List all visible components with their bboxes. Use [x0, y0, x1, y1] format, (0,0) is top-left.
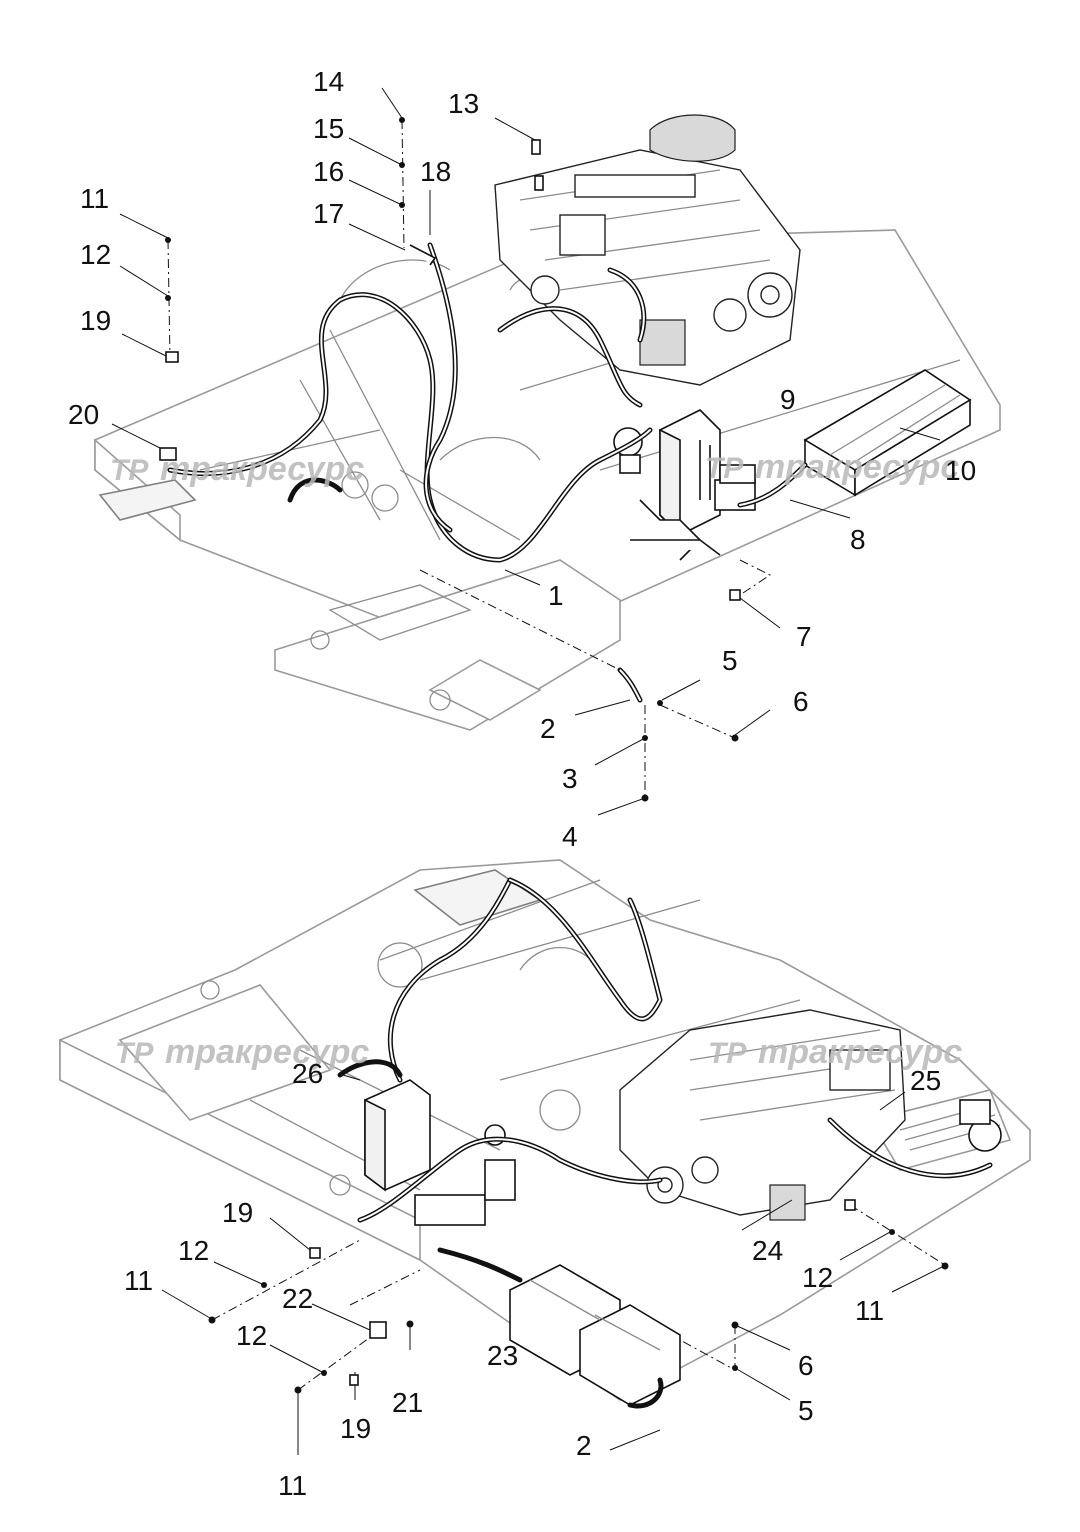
- callout-6-top: 6: [793, 686, 809, 717]
- callout-2-bottom: 2: [576, 1430, 592, 1461]
- callout-8: 8: [850, 524, 866, 555]
- callouts-top: 14 13 15 16 18 11 17 12 19 20 9 10 8 1 7…: [68, 66, 976, 852]
- callout-13: 13: [448, 88, 479, 119]
- callout-24: 24: [752, 1235, 783, 1266]
- watermark-text-4: тракресурс: [758, 1033, 962, 1071]
- callout-12-bottom-c: 12: [236, 1320, 267, 1351]
- callout-19-bottom-a: 19: [222, 1197, 253, 1228]
- module-10: [803, 369, 972, 497]
- callout-9: 9: [780, 384, 796, 415]
- callout-7: 7: [796, 621, 812, 652]
- watermarks: ТР тракресурс ТР тракресурс ТР тракресур…: [110, 448, 962, 1071]
- lower-frame: [59, 859, 1031, 1401]
- top-leaders: [111, 87, 941, 816]
- watermark-logo-2: ТР: [705, 452, 744, 485]
- callout-11-bottom-a: 11: [124, 1265, 153, 1296]
- callout-19-bottom-b: 19: [340, 1413, 371, 1444]
- callout-22: 22: [282, 1283, 313, 1314]
- callout-12-top: 12: [80, 239, 111, 270]
- callout-23: 23: [487, 1340, 518, 1371]
- watermark-logo-3: ТР: [115, 1037, 154, 1070]
- watermark-text-3: тракресурс: [165, 1033, 369, 1071]
- callout-17: 17: [313, 198, 344, 229]
- harness-bottom: [337, 877, 993, 1409]
- callout-20: 20: [68, 399, 99, 430]
- watermark-logo-4: ТР: [708, 1037, 747, 1070]
- callout-3: 3: [562, 763, 578, 794]
- top-assembly: [94, 87, 1001, 816]
- callout-21: 21: [392, 1387, 423, 1418]
- callout-6-bottom: 6: [798, 1350, 814, 1381]
- bottom-leaders: [161, 1074, 949, 1455]
- callout-12-bottom-b: 12: [802, 1262, 833, 1293]
- engine-bottom: [619, 1009, 1002, 1221]
- watermark-text-1: тракресурс: [160, 450, 364, 488]
- callout-16: 16: [313, 156, 344, 187]
- callout-18: 18: [420, 156, 451, 187]
- callout-12-bottom-a: 12: [178, 1235, 209, 1266]
- callout-10: 10: [945, 455, 976, 486]
- callout-11-top: 11: [80, 183, 109, 214]
- callout-1: 1: [548, 580, 564, 611]
- callout-4: 4: [562, 821, 578, 852]
- callout-5-bottom: 5: [798, 1395, 814, 1426]
- callout-19-top: 19: [80, 305, 111, 336]
- callout-14: 14: [313, 66, 344, 97]
- watermark-text-2: тракресурс: [755, 448, 959, 486]
- callout-26: 26: [292, 1058, 323, 1089]
- engine-top: [494, 114, 801, 386]
- watermark-logo-1: ТР: [110, 454, 149, 487]
- harness-1: [167, 242, 808, 703]
- bottom-assembly: [59, 859, 1031, 1455]
- callouts-bottom: 26 25 19 12 11 22 24 12 11 12 23 6 21 2 …: [124, 1058, 941, 1501]
- callout-15: 15: [313, 113, 344, 144]
- callout-11-bottom-c: 11: [278, 1470, 307, 1501]
- callout-11-bottom-b: 11: [855, 1295, 884, 1326]
- callout-5-top: 5: [722, 645, 738, 676]
- callout-2-top: 2: [540, 713, 556, 744]
- batteries-23: [509, 1264, 681, 1406]
- callout-25: 25: [910, 1065, 941, 1096]
